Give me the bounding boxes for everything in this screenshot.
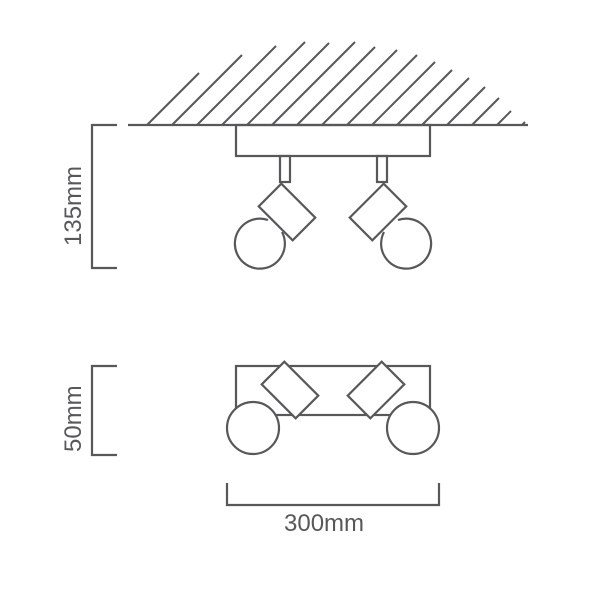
ceiling-plate (234, 123, 432, 158)
dimension-label-300mm: 300mm (284, 510, 365, 537)
dimension-50 (90, 364, 117, 457)
dimension-300 (225, 483, 441, 507)
dimension-135 (90, 123, 117, 270)
ceiling-hatch (128, 41, 528, 127)
top-view (225, 360, 441, 456)
dimension-label-50mm: 50mm (60, 385, 87, 452)
side-view (233, 123, 433, 270)
base-plate (234, 364, 432, 417)
dimension-label-135mm: 135mm (60, 165, 87, 246)
